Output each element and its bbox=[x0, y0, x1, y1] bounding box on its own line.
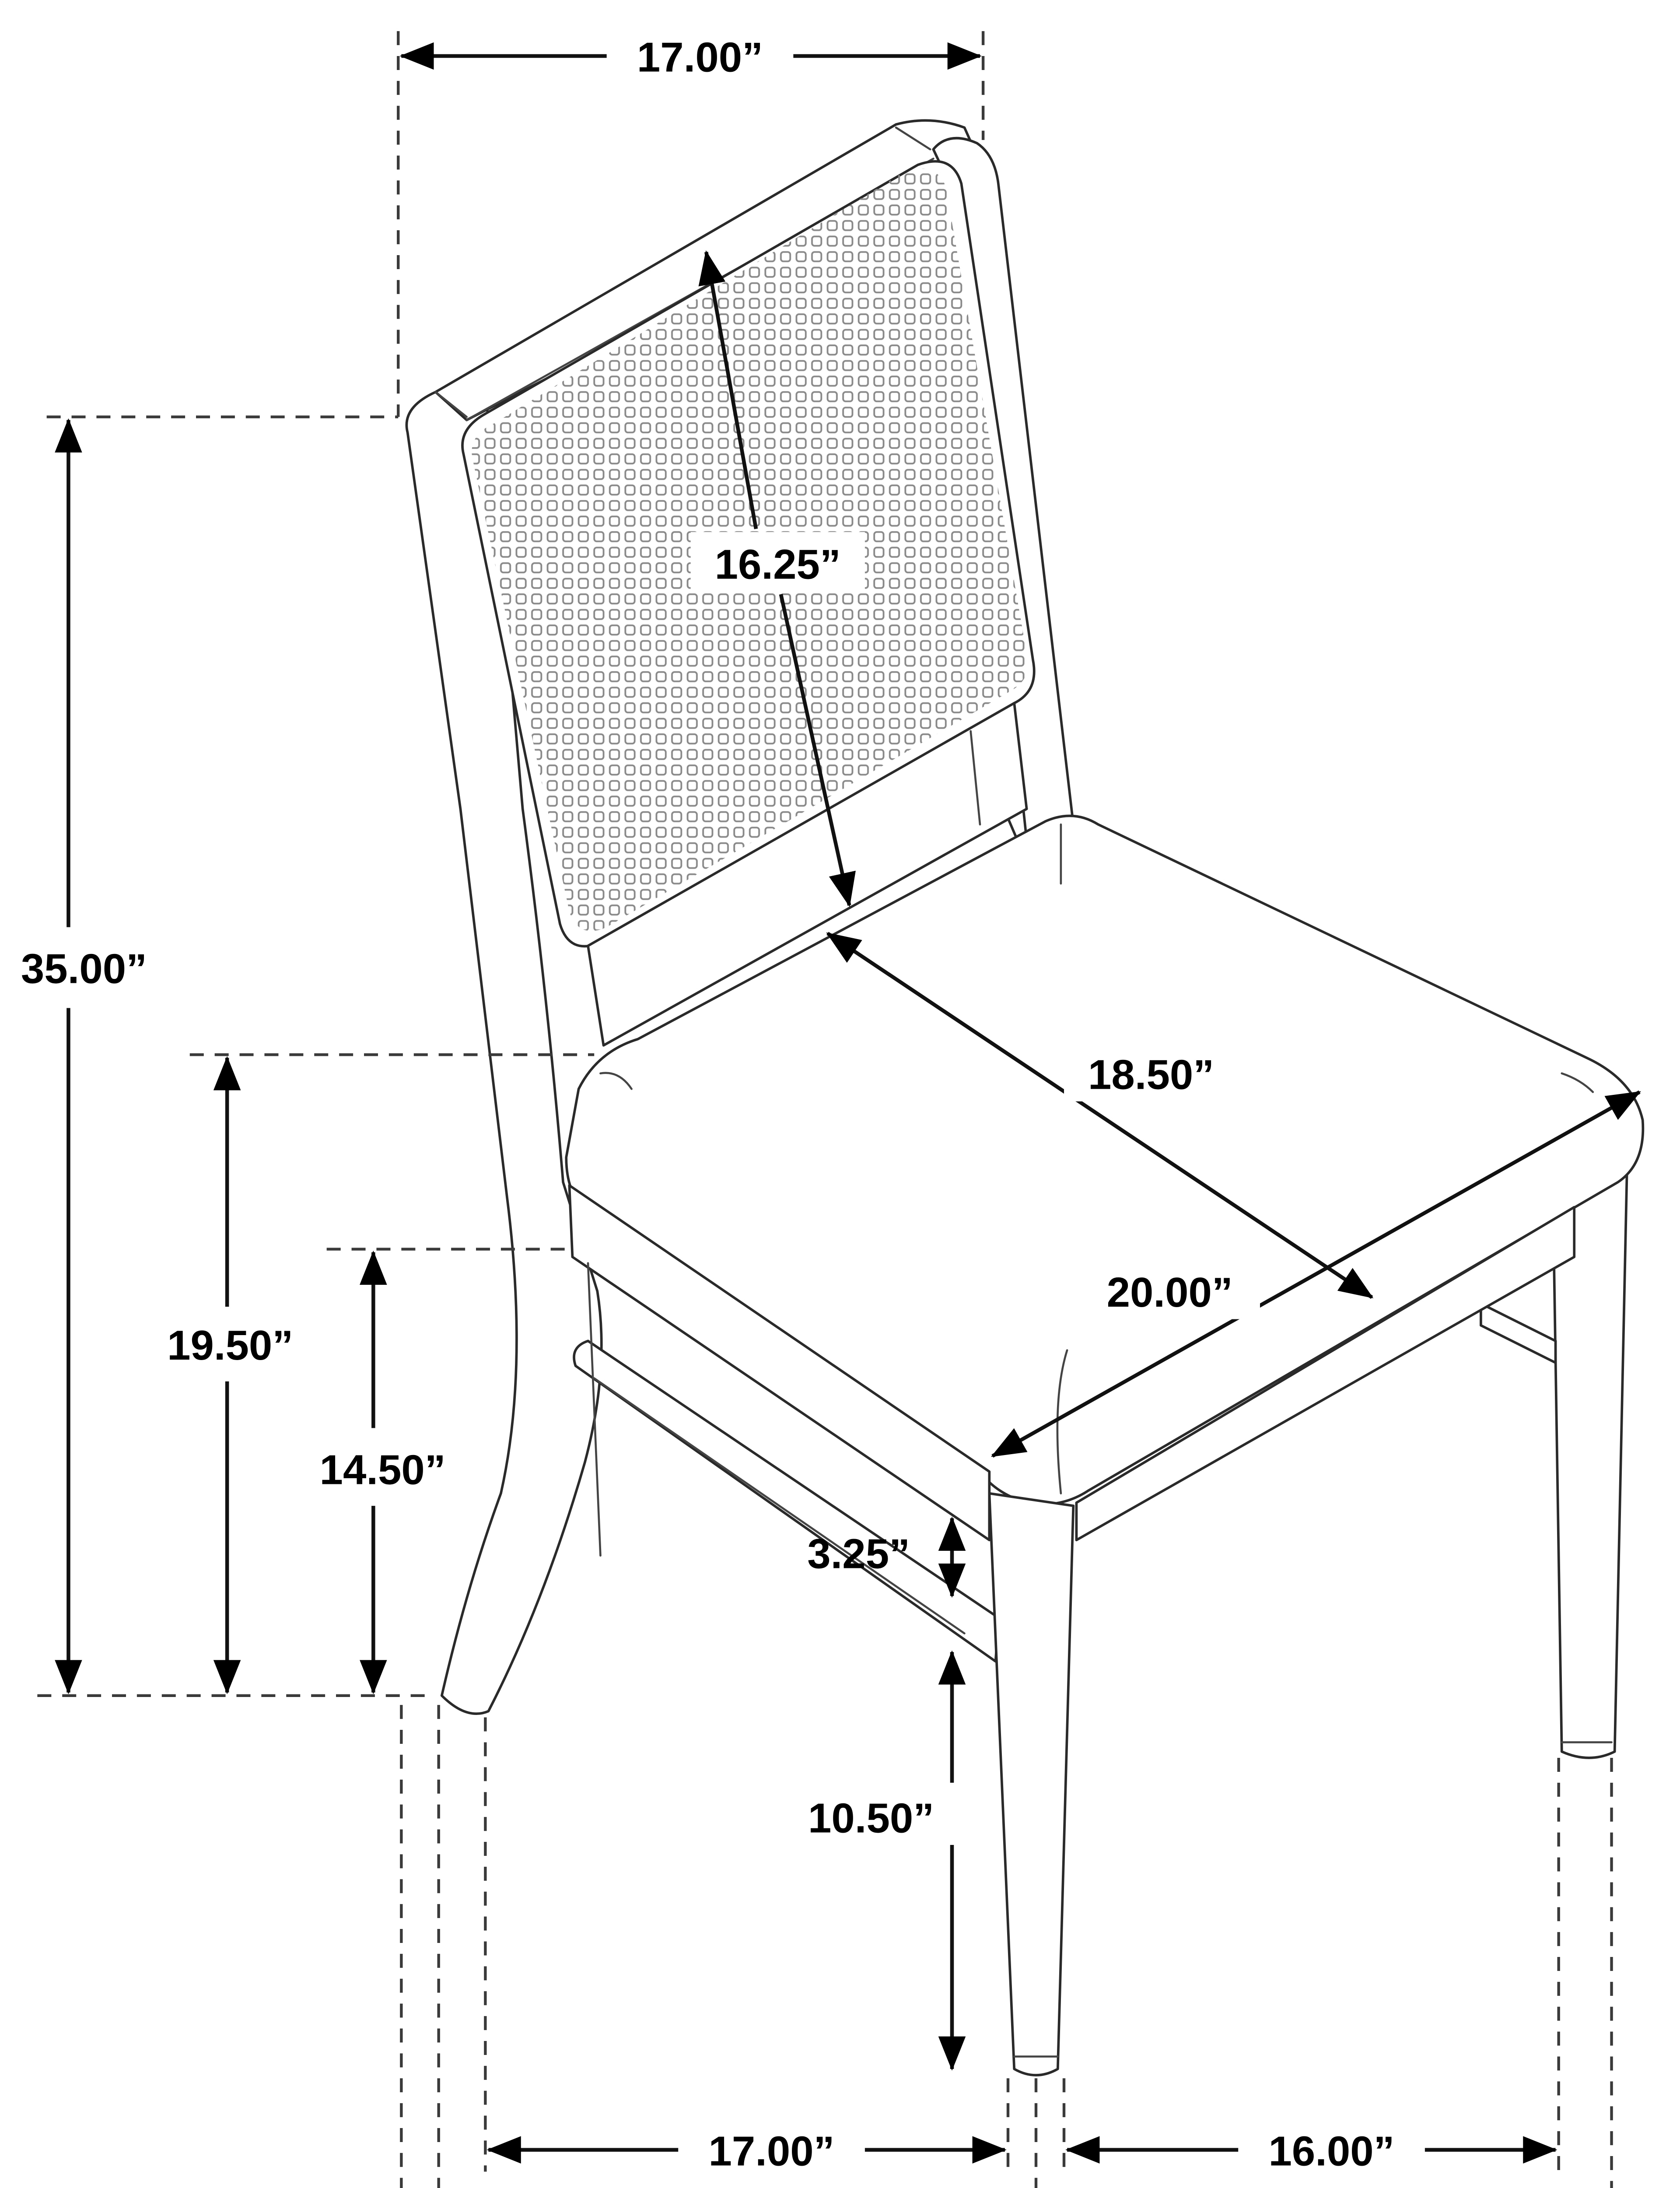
label-seat-depth: 18.50” bbox=[1088, 1051, 1214, 1098]
dim-leg-span-front: 16.00” bbox=[1065, 2128, 1558, 2174]
label-seat-height: 19.50” bbox=[167, 1322, 293, 1369]
label-back-panel-height: 16.25” bbox=[715, 541, 841, 588]
dim-apron-height: 14.50” bbox=[320, 1250, 446, 1694]
dim-stretcher-height: 10.50” bbox=[808, 1650, 966, 2071]
dim-back-top-width: 17.00” bbox=[399, 34, 982, 81]
back-lower-rail bbox=[587, 701, 1028, 1047]
label-stretcher-height: 10.50” bbox=[808, 1795, 934, 1842]
label-leg-span-side: 17.00” bbox=[708, 2128, 834, 2174]
label-leg-span-front: 16.00” bbox=[1268, 2128, 1394, 2174]
front-leg bbox=[988, 1492, 1075, 2076]
label-overall-height: 35.00” bbox=[21, 946, 147, 992]
label-apron-height: 14.50” bbox=[320, 1446, 446, 1493]
rear-side-stretcher bbox=[1480, 1302, 1557, 1364]
seat-apron-left bbox=[568, 1184, 991, 1542]
label-back-top-width: 17.00” bbox=[637, 34, 763, 81]
label-apron-depth: 3.25” bbox=[807, 1530, 910, 1577]
extension-lines bbox=[37, 31, 1613, 2188]
dim-leg-span-side: 17.00” bbox=[486, 2128, 1007, 2174]
side-stretcher-left bbox=[573, 1339, 1000, 1663]
label-seat-width: 20.00” bbox=[1107, 1269, 1233, 1316]
dim-seat-height: 19.50” bbox=[167, 1056, 293, 1694]
dim-back-panel-height: 16.25” bbox=[690, 250, 865, 907]
dim-overall-height: 35.00” bbox=[21, 418, 147, 1694]
chair-illustration bbox=[405, 119, 1645, 2076]
back-left-post bbox=[405, 387, 603, 1715]
dim-apron-depth: 3.25” bbox=[807, 1516, 966, 1598]
dim-seat-width: 20.00” bbox=[991, 1090, 1641, 1458]
